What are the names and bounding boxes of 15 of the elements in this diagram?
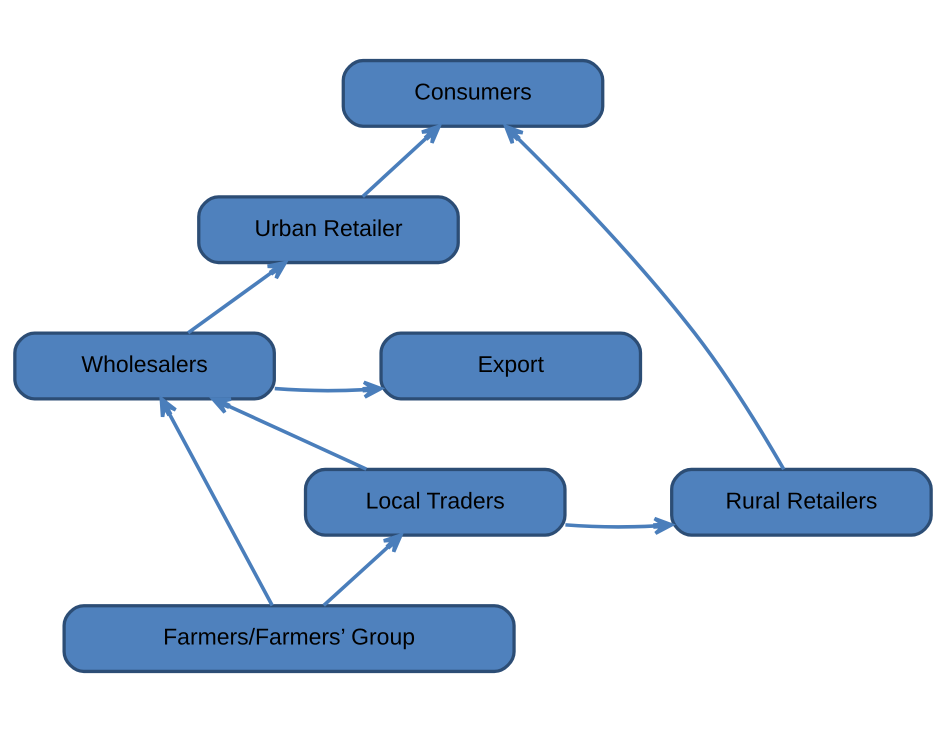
- node-box: Farmers/Farmers’ Group: [62, 604, 516, 673]
- node-box: Wholesalers: [13, 331, 276, 400]
- arrow: [322, 532, 403, 606]
- node-box: Urban Retailer: [197, 194, 460, 264]
- arrow: [504, 124, 786, 470]
- node-box: Rural Retailers: [670, 467, 933, 536]
- node-box: Local Traders: [304, 467, 567, 536]
- arrow: [274, 380, 383, 398]
- arrow: [565, 516, 674, 535]
- arrow: [187, 260, 288, 334]
- arrow: [362, 124, 441, 198]
- arrow: [160, 396, 274, 606]
- arrow: [211, 396, 368, 470]
- node-box: Consumers: [342, 58, 604, 128]
- node-box: Export: [379, 331, 642, 400]
